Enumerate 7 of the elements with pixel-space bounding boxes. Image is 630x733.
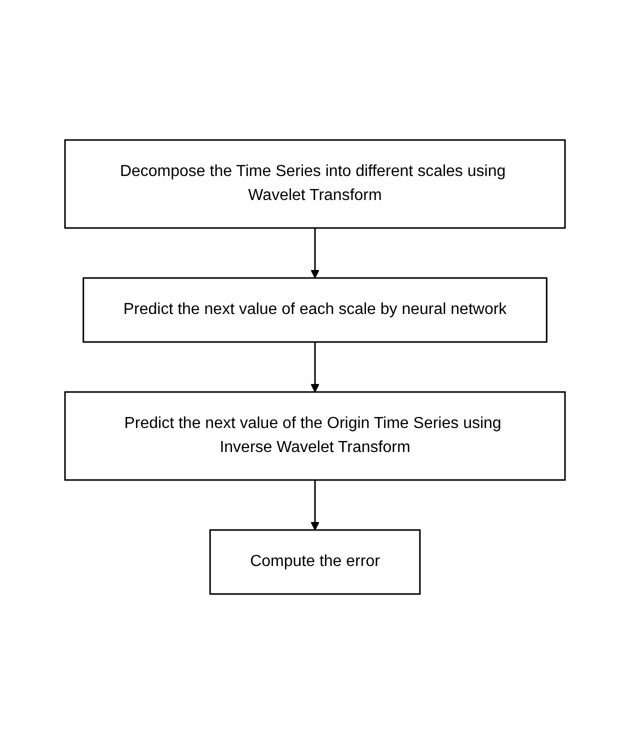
arrow xyxy=(310,228,320,278)
node-box: Decompose the Time Series into different scales using Wavelet Transform xyxy=(64,138,566,228)
node-box: Predict the next value of the Origin Time Series using Inverse Wavelet Transform xyxy=(64,390,566,480)
arrow xyxy=(310,480,320,530)
node-box: Compute the error xyxy=(209,528,421,594)
node-box: Predict the next value of each scale by neural network xyxy=(82,276,548,342)
arrow xyxy=(310,342,320,392)
